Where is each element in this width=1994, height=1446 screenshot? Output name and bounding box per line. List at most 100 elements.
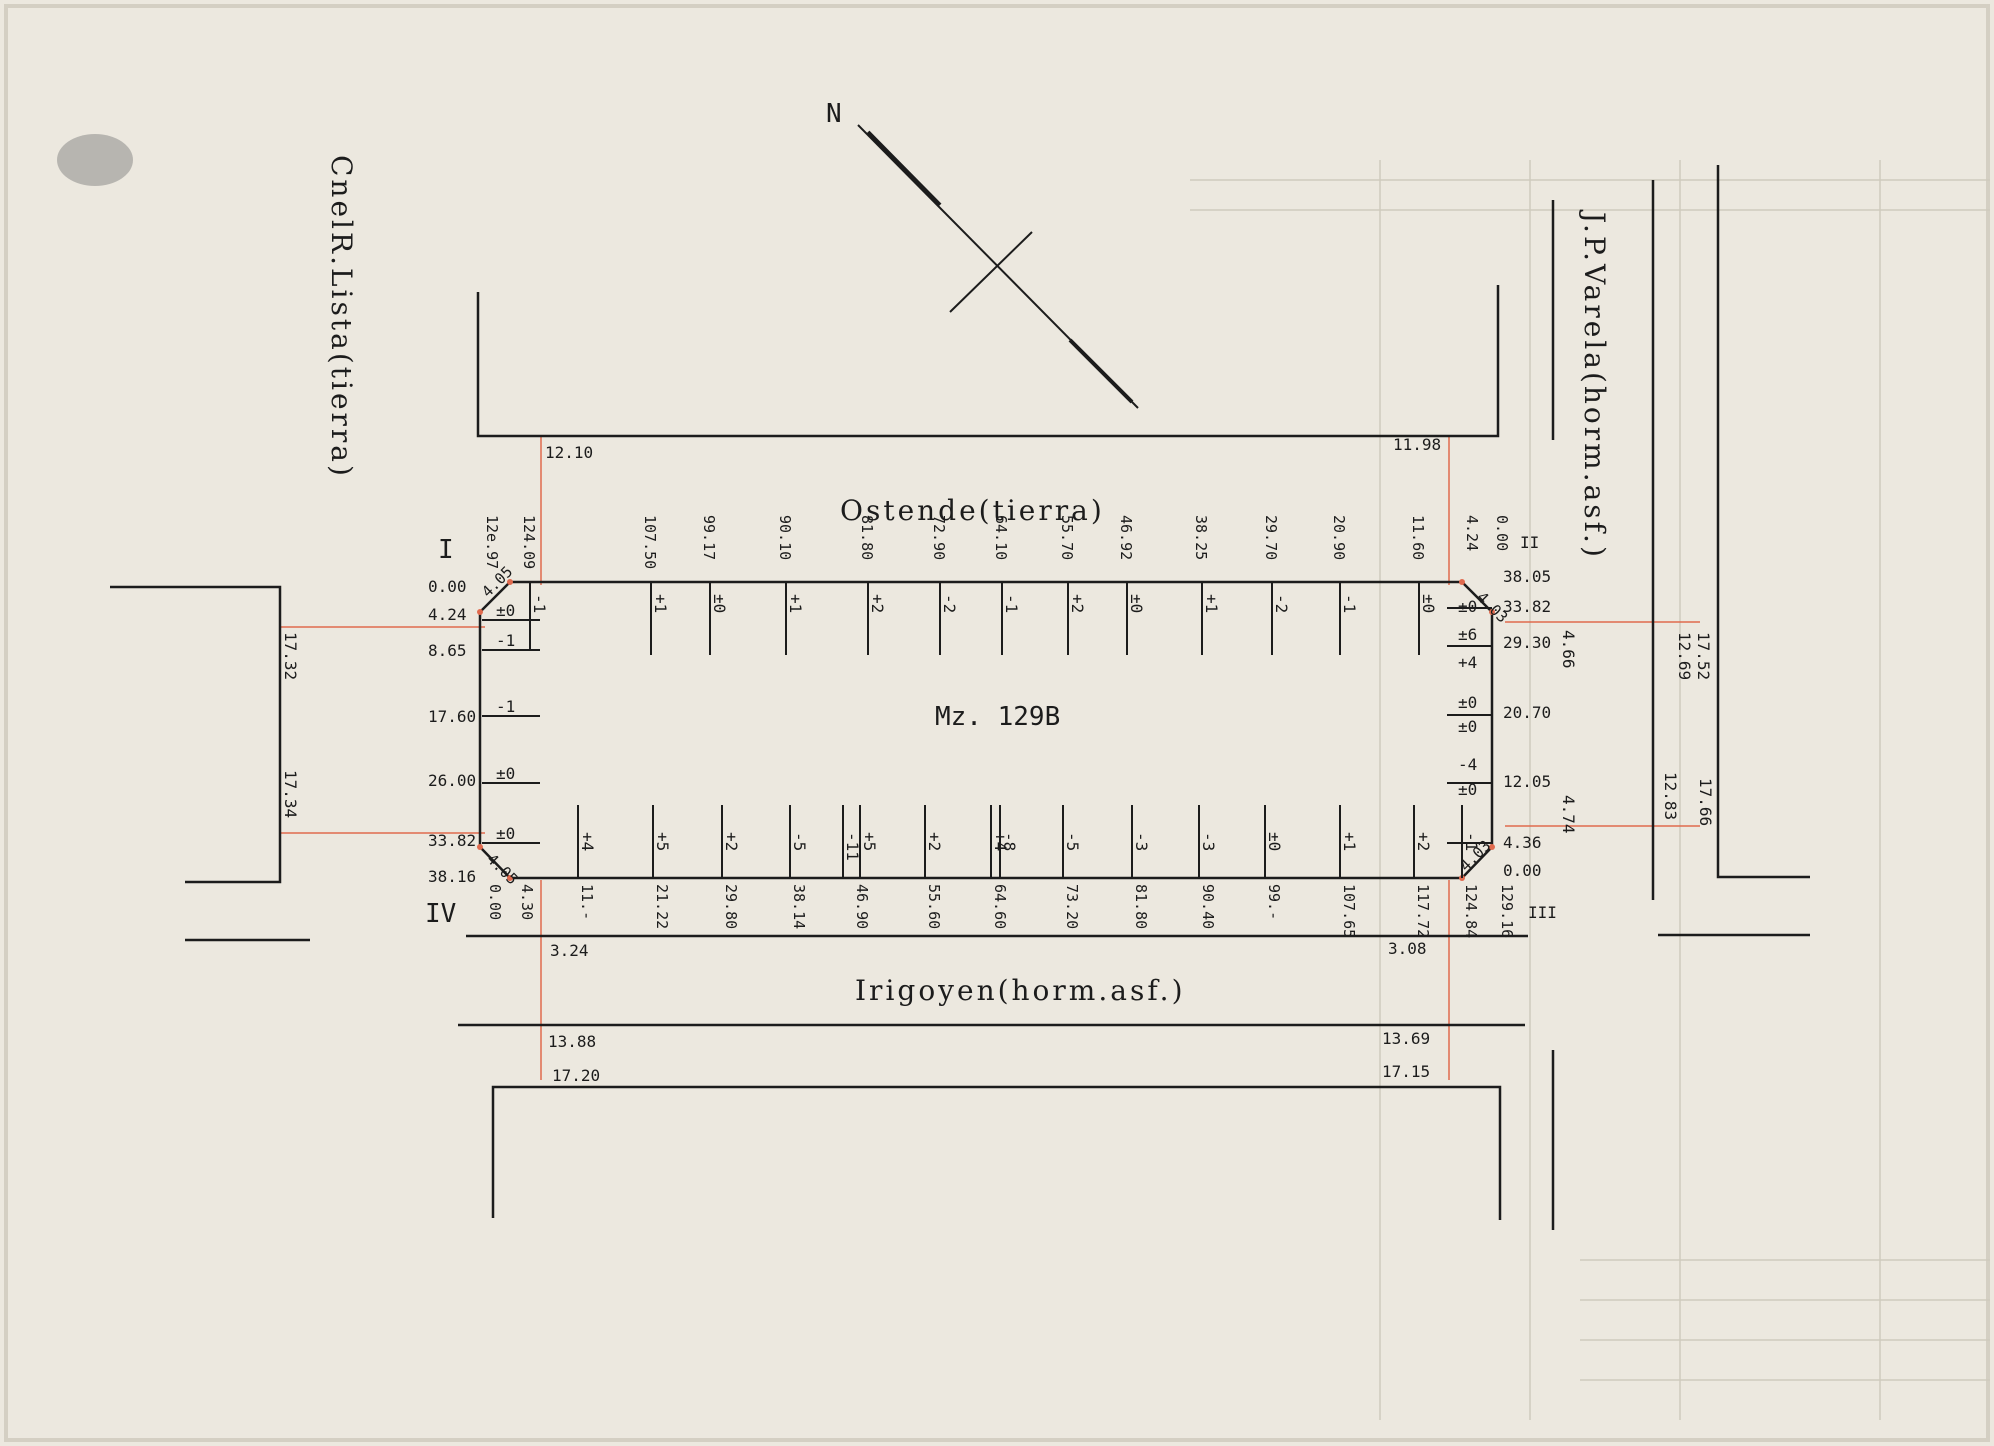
north-level-label: -1	[1340, 594, 1359, 613]
south-chainage-label: 55.60	[925, 884, 943, 929]
north-chainage-label: 107.50	[641, 515, 659, 569]
south-level-label: -11	[843, 832, 862, 861]
east-chainage-label: 20.70	[1503, 703, 1551, 722]
west-level-label: -1	[496, 631, 515, 650]
south-chainage-label: 46.90	[853, 884, 871, 929]
west-chainage-label: 33.82	[428, 831, 476, 850]
street-lines	[110, 165, 1810, 1230]
corner-II: II	[1520, 533, 1539, 552]
west-chainage-label: 26.00	[428, 771, 476, 790]
south-chainage-label: 4.30	[518, 884, 536, 920]
ink-smudge	[57, 134, 133, 186]
block-label: Mz. 129B	[935, 702, 1060, 732]
south-chainage-label: 11.-	[578, 884, 596, 920]
south-chainage-label: 90.40	[1199, 884, 1217, 929]
offset-west-s: 17.34	[281, 770, 300, 818]
south-chainage-label: 21.22	[653, 884, 671, 929]
north-level-label: +1	[651, 594, 670, 613]
east-chainage-label: 29.30	[1503, 633, 1551, 652]
north-arrow	[857, 124, 1139, 409]
west-chainage-label: 0.00	[428, 577, 467, 596]
offset-south-w: 3.24	[550, 941, 589, 960]
south-chainage-label: 0.00	[486, 884, 504, 920]
east-level-label: ±0	[1458, 693, 1477, 712]
south-chainage-label: 117.72	[1414, 884, 1432, 938]
offset-south-e: 3.08	[1388, 939, 1427, 958]
south-chainage-label: 38.14	[790, 884, 808, 929]
south-level-label: +2	[925, 832, 944, 851]
north-chainage-label: 20.90	[1330, 515, 1348, 560]
west-level-label: -1	[496, 697, 515, 716]
offset-south-lot-w: 17.20	[552, 1066, 600, 1085]
south-level-label: -3	[1199, 832, 1218, 851]
south-level-label: +2	[722, 832, 741, 851]
north-chainage-label: 124.09	[520, 515, 538, 569]
west-level-label: ±0	[496, 824, 515, 843]
east-chainage-label: 4.36	[1503, 833, 1542, 852]
south-level-label: +2	[1414, 832, 1433, 851]
east-chainage-label: 38.05	[1503, 567, 1551, 586]
north-chainage-label: 90.10	[776, 515, 794, 560]
corner-IV: IV	[425, 899, 456, 929]
street-west-name: CnelR.Lista(tierra)	[325, 155, 358, 479]
north-level-label: +2	[1068, 594, 1087, 613]
east-level-label: ±0	[1458, 717, 1477, 736]
corner-III: III	[1528, 903, 1557, 922]
offset-lines	[280, 435, 1700, 1080]
east-level-label: ±0	[1458, 597, 1477, 616]
offset-south-far-e: 13.69	[1382, 1029, 1430, 1048]
north-level-label: +2	[868, 594, 887, 613]
south-chainage-label: 99.-	[1265, 884, 1283, 920]
south-chainage-label: 129.16	[1498, 884, 1516, 938]
east-chainage-label: 0.00	[1503, 861, 1542, 880]
north-level-label: +1	[786, 594, 805, 613]
north-chainage-label: 55.70	[1058, 515, 1076, 560]
north-chainage-label: 64.10	[992, 515, 1010, 560]
south-chainage-label: 81.80	[1132, 884, 1150, 929]
north-chainage-label: 0.00	[1493, 515, 1511, 551]
north-level-label: ±0	[1127, 594, 1146, 613]
east-chainage-label: 12.05	[1503, 772, 1551, 791]
east-level-label: +4	[1458, 653, 1477, 672]
west-chainage-label: 17.60	[428, 707, 476, 726]
north-chainage-label: 38.25	[1192, 515, 1210, 560]
north-level-label: +1	[1202, 594, 1221, 613]
west-level-label: ±0	[496, 764, 515, 783]
offset-east-s-c: 17.66	[1696, 778, 1715, 826]
offset-east-s-b: 12.83	[1661, 772, 1680, 820]
west-chainage-label: 8.65	[428, 641, 467, 660]
street-south-name: Irigoyen(horm.asf.)	[855, 974, 1186, 1007]
south-level-label: -5	[790, 832, 809, 851]
north-level-label: -2	[940, 594, 959, 613]
north-level-label: -1	[530, 594, 549, 613]
paper-edge	[4, 4, 1990, 1442]
north-level-label: ±0	[710, 594, 729, 613]
north-level-label: -1	[1002, 594, 1021, 613]
offset-south-lot-e: 17.15	[1382, 1062, 1430, 1081]
corner-I: I	[438, 535, 454, 565]
south-level-label: +5	[653, 832, 672, 851]
south-level-label: -8	[1000, 832, 1019, 851]
offset-east-n-a: 4.66	[1559, 630, 1578, 669]
street-north-name: Ostende(tierra)	[840, 494, 1105, 527]
north-level-label: -2	[1272, 594, 1291, 613]
west-level-label: ±0	[496, 601, 515, 620]
south-level-label: -5	[1063, 832, 1082, 851]
north-chainage-label: 11.60	[1409, 515, 1427, 560]
north-chainage-label: 99.17	[700, 515, 718, 560]
south-level-label: +1	[1340, 832, 1359, 851]
east-level-label: ±0	[1458, 780, 1477, 799]
south-chainage-label: 64.60	[991, 884, 1009, 929]
north-chainage-label: 29.70	[1262, 515, 1280, 560]
north-level-label: ±0	[1419, 594, 1438, 613]
east-chainage-label: 33.82	[1503, 597, 1551, 616]
north-chainage-label: 81.80	[858, 515, 876, 560]
north-chainage-label: 4.24	[1463, 515, 1481, 551]
north-chainage-label: 72.90	[930, 515, 948, 560]
west-chainage-label: 4.24	[428, 605, 467, 624]
south-level-label: +4	[578, 832, 597, 851]
south-level-label: +5	[860, 832, 879, 851]
